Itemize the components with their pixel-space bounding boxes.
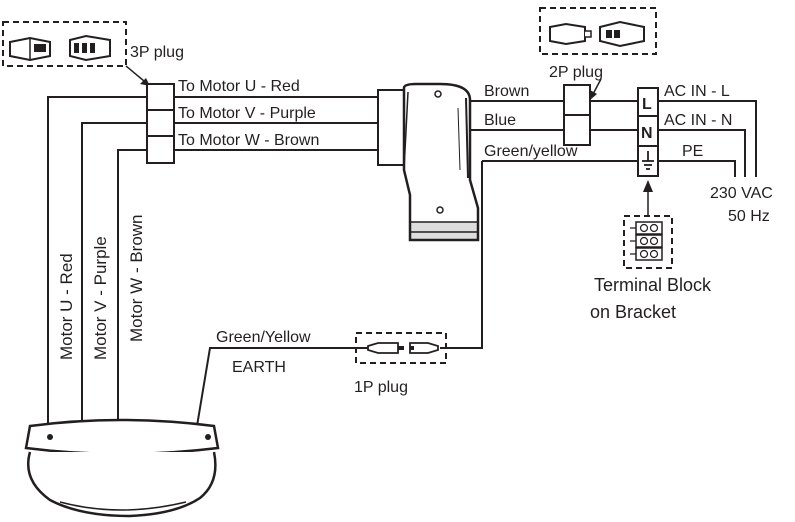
plug-2p-label: 2P plug (549, 64, 603, 81)
control-box-icon (377, 82, 480, 242)
plug-1p-inset (355, 332, 447, 364)
ac-in-l-label: AC IN - L (664, 83, 730, 100)
green-yellow-earth-label: Green/Yellow (216, 329, 311, 346)
plug-3p-label: 3P plug (130, 44, 184, 61)
connector-2p (563, 84, 591, 146)
pe-label: PE (682, 143, 703, 160)
earth-symbol-icon (642, 151, 654, 170)
terminal-block-label-line2: on Bracket (590, 302, 676, 322)
plug-3p-icon (9, 34, 111, 62)
terminal-block: L N (637, 87, 659, 177)
motor-v-label: Motor V - Purple (91, 236, 110, 360)
motor-u-label: Motor U - Red (57, 253, 76, 360)
terminal-n-label: N (641, 125, 653, 142)
earth-label: EARTH (232, 359, 286, 376)
green-yellow-label: Green/yellow (484, 143, 578, 160)
ac-in-n-label: AC IN - N (664, 112, 732, 129)
plug-2p-icon (549, 20, 645, 48)
plug-3p-inset (2, 21, 127, 67)
motor-housing-icon (24, 418, 220, 518)
motor-w-label: Motor W - Brown (127, 214, 146, 342)
to-motor-u-label: To Motor U - Red (178, 78, 300, 95)
terminal-block-icon (623, 215, 673, 269)
voltage-label: 230 VAC (710, 185, 773, 202)
blue-label: Blue (484, 112, 516, 129)
to-motor-w-label: To Motor W - Brown (178, 132, 319, 149)
plug-1p-icon (367, 342, 439, 354)
frequency-label: 50 Hz (728, 208, 770, 225)
terminal-l-label: L (642, 96, 652, 113)
connector-3p (146, 83, 175, 164)
terminal-block-label-line1: Terminal Block (594, 275, 712, 295)
to-motor-v-label: To Motor V - Purple (178, 105, 316, 122)
plug-1p-label: 1P plug (354, 379, 408, 396)
plug-2p-inset (539, 7, 657, 55)
brown-label: Brown (484, 83, 529, 100)
